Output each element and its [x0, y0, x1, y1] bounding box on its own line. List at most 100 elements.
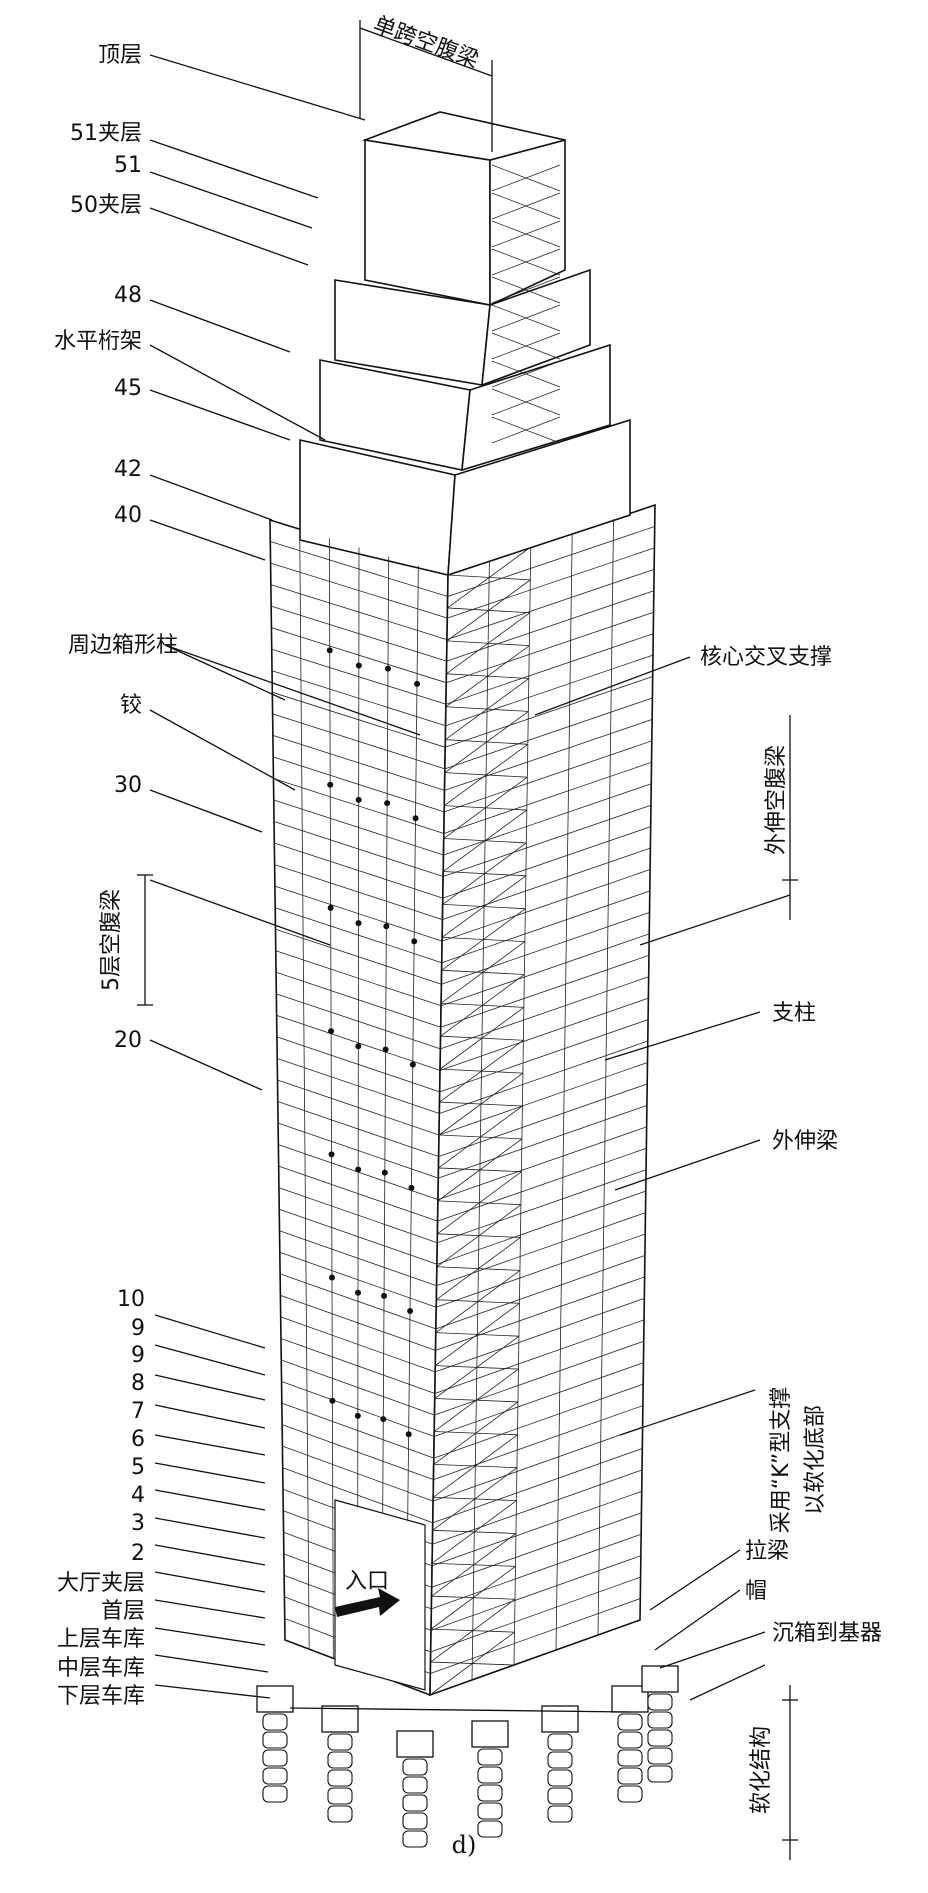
caisson-segment — [477, 1820, 503, 1838]
brace — [491, 276, 561, 304]
column-line-front — [381, 556, 390, 1677]
brace — [491, 192, 561, 220]
floor-line-side — [434, 1362, 644, 1437]
hinge-dot — [355, 1043, 362, 1050]
caisson-segment — [327, 1733, 353, 1751]
hinge-dot — [355, 662, 362, 669]
hinge-dot — [355, 920, 362, 927]
top-block — [364, 139, 491, 306]
brace — [440, 941, 526, 1004]
floor-line-side — [438, 1062, 648, 1136]
hinge-dot — [405, 1431, 412, 1438]
caisson-segment — [547, 1787, 573, 1805]
label-floor-9b: 9 — [131, 1343, 145, 1368]
tier-45-side — [461, 343, 611, 472]
floor-line-side — [439, 1040, 648, 1114]
column-line-side — [597, 518, 614, 1636]
label-core-cross-bracing: 核心交叉支撑 — [700, 645, 832, 670]
floor-line-side — [431, 1512, 642, 1588]
hinge-dot — [327, 904, 334, 911]
hinge-dot — [354, 1412, 361, 1419]
floor-line-side — [434, 1340, 644, 1416]
caisson-segment — [647, 1711, 673, 1729]
floor-line-side — [436, 1190, 646, 1265]
floor-line-side — [435, 1255, 646, 1330]
leader-lines — [137, 20, 798, 1860]
floor-line-side — [441, 869, 651, 942]
hinge-dot — [383, 923, 390, 930]
hinge-dot — [326, 647, 333, 654]
hinge-dot — [414, 680, 421, 687]
floor-line-side — [433, 1383, 644, 1459]
floor-line-side — [430, 1598, 641, 1674]
brace — [438, 1105, 523, 1169]
label-floor-30: 30 — [114, 773, 142, 798]
pile-cap — [471, 1720, 509, 1748]
caisson-segment — [547, 1805, 573, 1823]
floor-line-side — [442, 826, 651, 899]
floor-line-side — [446, 611, 654, 684]
floor-line-side — [437, 1169, 647, 1244]
brace — [491, 304, 561, 332]
label-softened-structure: 软化结构 — [749, 1726, 774, 1814]
brace — [435, 1302, 520, 1366]
label-floor-2: 2 — [131, 1541, 145, 1566]
floor-line-side — [443, 783, 652, 856]
floor-line-side — [431, 1533, 642, 1610]
label-floor-45: 45 — [114, 376, 142, 401]
tie-beam-line — [289, 1707, 631, 1713]
pile-cap — [396, 1730, 434, 1758]
base-foundation — [256, 1665, 679, 1848]
brace — [445, 678, 530, 741]
floor-line-side — [435, 1297, 645, 1373]
core-bracing-pattern — [429, 164, 561, 1696]
caisson-segment — [327, 1751, 353, 1769]
hinge-dot — [328, 1274, 335, 1281]
label-cap: 帽 — [745, 1579, 767, 1604]
caisson-segment — [617, 1731, 643, 1749]
floor-line-side — [443, 761, 652, 834]
label-floor-10: 10 — [117, 1287, 145, 1312]
hinge-dot — [380, 1416, 387, 1423]
floor-lines — [270, 518, 655, 1686]
tier-42-side — [447, 418, 631, 577]
brace — [491, 220, 561, 248]
label-strut: 支柱 — [772, 1001, 816, 1026]
column-line-front — [357, 547, 360, 1668]
label-single-span-vierendeel: 单跨空腹梁 — [370, 12, 482, 73]
brace — [445, 645, 530, 708]
label-floor-42: 42 — [114, 457, 142, 482]
label-floor-8: 8 — [131, 1371, 145, 1396]
label-mezz-51: 51夹层 — [70, 121, 142, 146]
brace — [432, 1434, 518, 1498]
brace — [430, 1598, 516, 1663]
floor-line-side — [445, 676, 653, 748]
hinge-dot — [381, 1169, 388, 1176]
label-outrigger-vierendeel: 外伸空腹梁 — [764, 745, 789, 855]
label-entrance: 入口 — [345, 1569, 389, 1594]
brace — [447, 546, 532, 609]
hinge-dot — [382, 1046, 389, 1053]
brace — [442, 809, 528, 872]
hinge-dot — [412, 815, 419, 822]
floor-line-side — [430, 1576, 641, 1653]
left-labels: 顶层 51夹层 51 50夹层 48 水平桁架 45 42 40 周边箱形柱 铰… — [54, 43, 178, 1709]
hinge-dot — [355, 796, 362, 803]
label-floor-48: 48 — [114, 283, 142, 308]
hinge-dot — [411, 938, 418, 945]
brace — [491, 388, 561, 416]
floor-line-side — [431, 1490, 642, 1567]
label-floor-51: 51 — [114, 153, 142, 178]
label-five-story-vierendeel: 5层空腹梁 — [99, 889, 124, 991]
floor-line-side — [447, 547, 655, 619]
caisson-segment — [547, 1733, 573, 1751]
caisson-segment — [477, 1766, 503, 1784]
caisson-segment — [647, 1693, 673, 1711]
brace — [444, 711, 529, 773]
brace — [491, 332, 561, 360]
hinge-dot — [381, 1292, 388, 1299]
pile-cap — [321, 1705, 359, 1733]
caisson-segment — [262, 1767, 288, 1785]
entrance-arrow-icon — [335, 1588, 400, 1617]
caisson-segment — [617, 1767, 643, 1785]
